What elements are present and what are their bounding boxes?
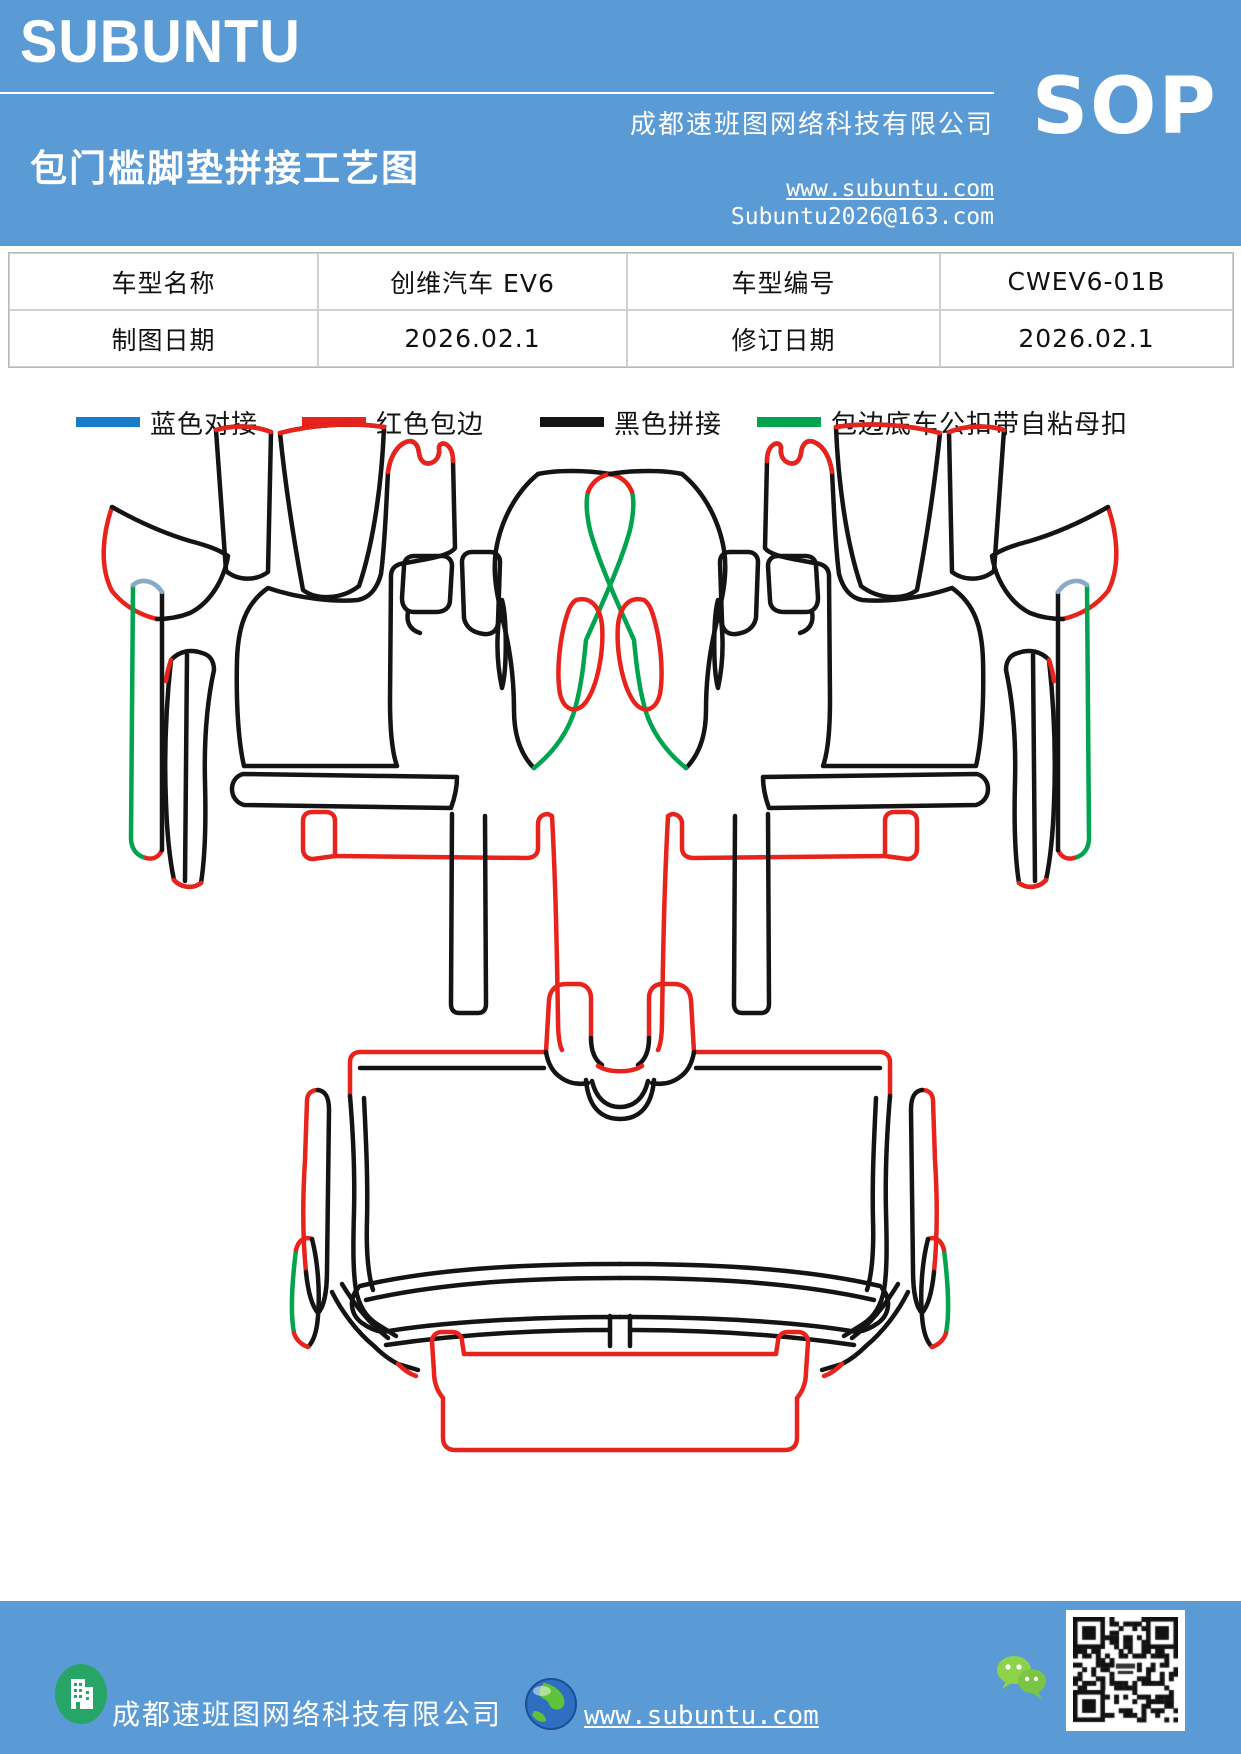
front-left-mat-group (104, 425, 634, 1050)
brand-logo: SUBUNTU (20, 7, 301, 76)
front-right-mat-group (587, 425, 1117, 1050)
black-line-swatch (540, 417, 604, 427)
header-divider (0, 92, 994, 94)
legend-item-red: 红色包边 (302, 402, 484, 442)
page-footer: 成都速班图网络科技有限公司 www.subuntu.com (0, 1601, 1241, 1754)
globe-icon (525, 1678, 577, 1730)
model-code-value: CWEV6-01B (940, 253, 1233, 310)
qr-code-pattern (1073, 1617, 1178, 1724)
legend-item-black: 黑色拼接 (540, 402, 722, 442)
model-code-label: 车型编号 (627, 253, 940, 310)
mat-stitching-diagram (0, 420, 1241, 1453)
company-building-icon (55, 1664, 107, 1724)
footer-company-name: 成都速班图网络科技有限公司 (112, 1698, 503, 1731)
red-line-swatch (302, 417, 366, 427)
blue-line-swatch (76, 417, 140, 427)
qr-code (1066, 1610, 1185, 1731)
notch-red-saddle (595, 1063, 645, 1074)
green-line-swatch (757, 417, 821, 427)
page-header: SUBUNTU 包门槛脚垫拼接工艺图 成都速班图网络科技有限公司 www.sub… (0, 0, 1241, 246)
footer-website-link[interactable]: www.subuntu.com (584, 1701, 819, 1731)
header-website-link[interactable]: www.subuntu.com (786, 176, 994, 202)
rear-left-half-group (292, 984, 620, 1376)
draw-date-value: 2026.02.1 (318, 310, 627, 367)
model-name-label: 车型名称 (9, 253, 318, 310)
page-title: 包门槛脚垫拼接工艺图 (30, 147, 420, 190)
vehicle-info-table: 车型名称 创维汽车 EV6 车型编号 CWEV6-01B 制图日期 2026.0… (8, 252, 1234, 368)
model-name-value: 创维汽车 EV6 (318, 253, 627, 310)
notch-cup-inner (589, 1078, 651, 1110)
rear-right-half-group (620, 984, 948, 1376)
header-email: Subuntu2026@163.com (730, 204, 994, 230)
draw-date-label: 制图日期 (9, 310, 318, 367)
front-mats-diagram (104, 425, 1117, 1050)
revise-date-label: 修订日期 (627, 310, 940, 367)
rear-mat-diagram (292, 984, 948, 1453)
notch-cup-outer (583, 1077, 657, 1122)
legend-label: 红色包边 (376, 409, 485, 440)
legend-label: 黑色拼接 (614, 409, 723, 440)
revise-date-value: 2026.02.1 (940, 310, 1233, 367)
header-company-name: 成都速班图网络科技有限公司 (629, 110, 994, 140)
bottom-tab-red-outline (429, 1329, 811, 1453)
sop-badge: SOP (1032, 62, 1218, 152)
wechat-icon (997, 1656, 1046, 1699)
